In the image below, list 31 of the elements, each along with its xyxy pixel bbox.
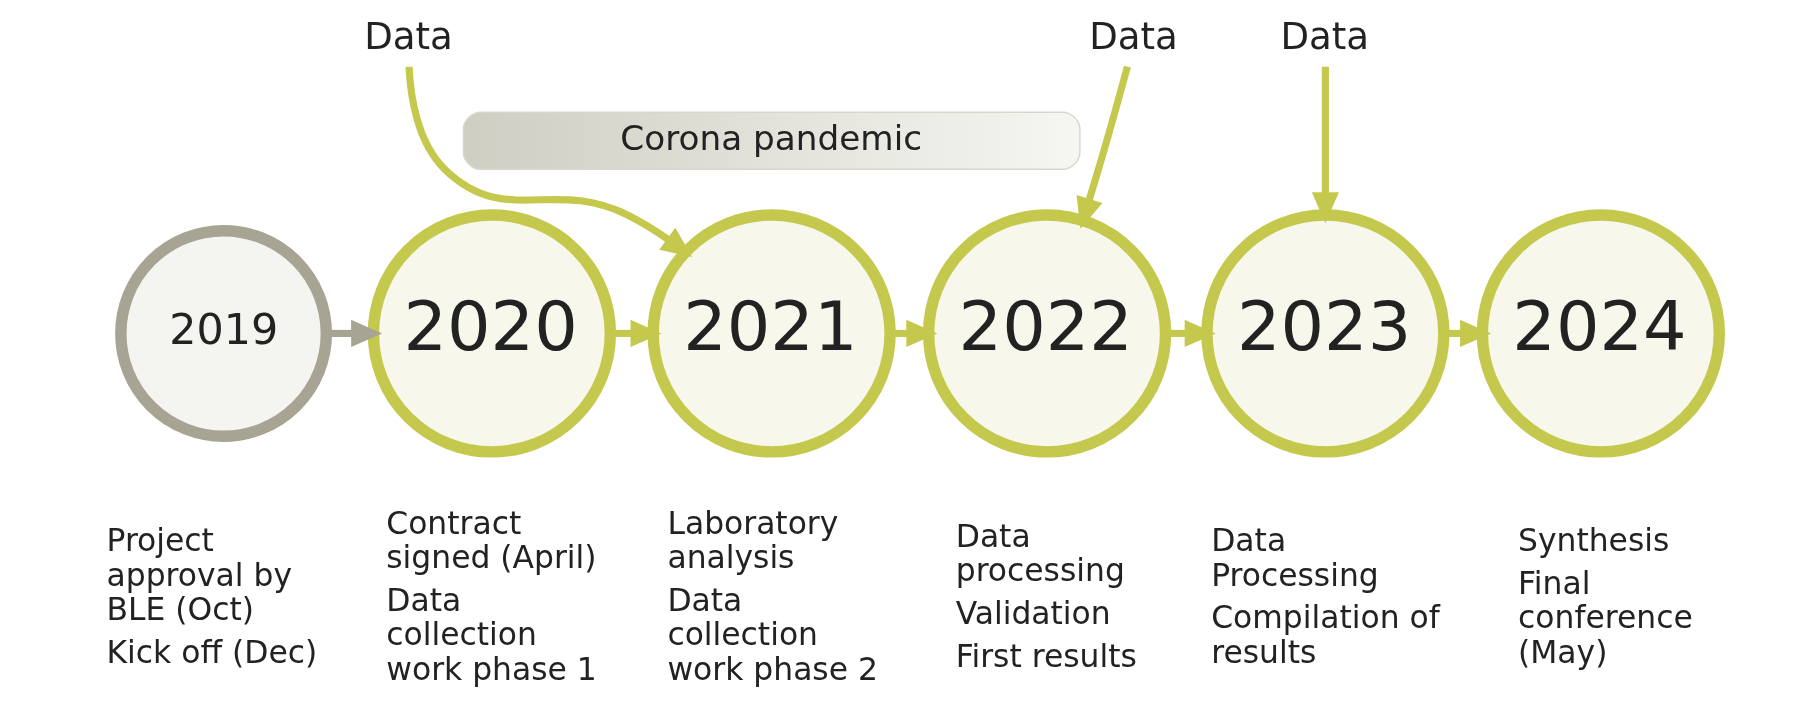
node-label: Final conference (May) [1518, 565, 1693, 670]
arrow [610, 319, 662, 348]
node-circle: 2023 [1201, 209, 1450, 458]
node-text: Data [1280, 15, 1369, 59]
arrow [1311, 66, 1339, 224]
node-label: Contract signed (April) [386, 505, 597, 576]
node-label: Data processing [955, 517, 1125, 589]
node-box: Corona pandemic [462, 111, 1081, 171]
arrow [1076, 65, 1131, 229]
arrow [1444, 319, 1492, 348]
node-circle: 2021 [647, 209, 896, 458]
node-label: First results [955, 637, 1137, 674]
node-circle: 2024 [1476, 209, 1725, 458]
node-label: Kick off (Dec) [106, 633, 318, 670]
node-label: Compilation of results [1211, 599, 1440, 670]
node-label: Laboratory analysis [667, 505, 839, 576]
node-label: Data collection work phase 2 [667, 582, 878, 687]
node-text: Data [364, 15, 453, 59]
arrow [1165, 319, 1216, 348]
node-circle: 2020 [367, 209, 617, 458]
node-label: Data Processing [1211, 522, 1379, 593]
arrow [890, 319, 938, 348]
arrow [405, 66, 693, 258]
node-circle: 2019 [115, 225, 333, 442]
node-label: Validation [955, 595, 1111, 632]
arrow [326, 319, 383, 348]
node-text: Data [1089, 15, 1178, 59]
node-label: Project approval by BLE (Oct) [106, 522, 292, 627]
node-circle: 2022 [922, 209, 1172, 458]
node-label: Synthesis [1518, 522, 1670, 559]
node-label: Data collection work phase 1 [386, 582, 597, 687]
